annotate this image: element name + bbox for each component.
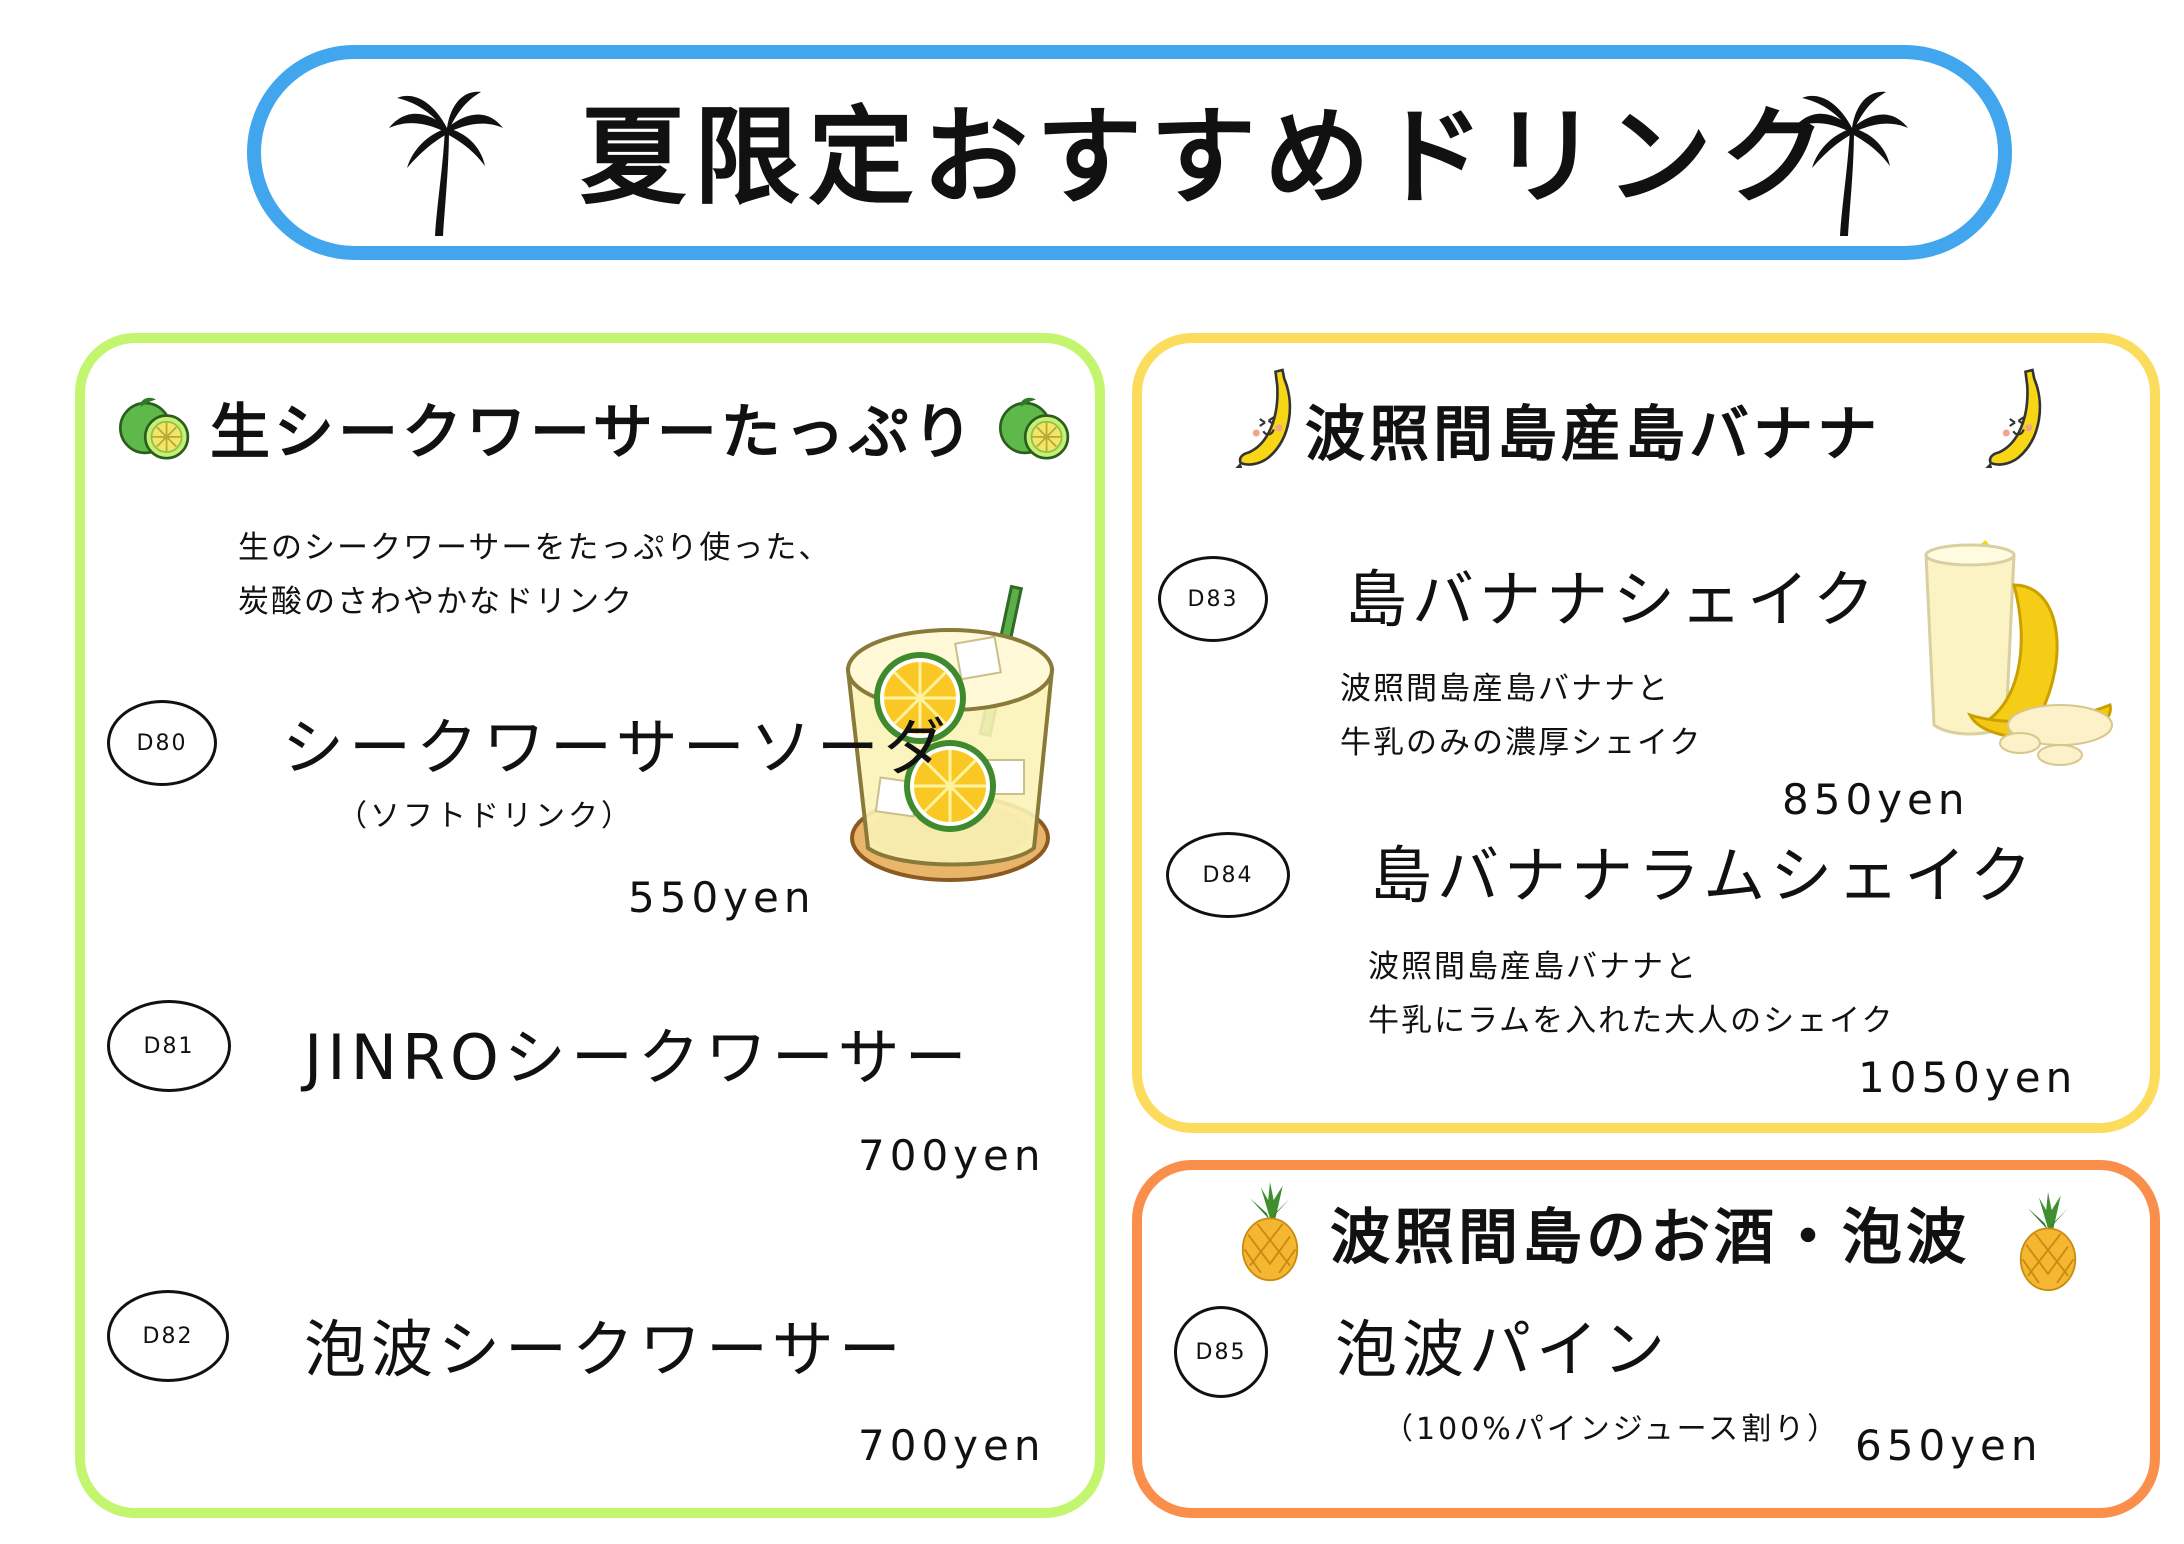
pineapple-icon xyxy=(2008,1192,2088,1292)
iced-shikuwasa-drink-icon xyxy=(845,584,1055,882)
menu-code-badge: D81 xyxy=(107,1000,231,1092)
menu-item-description-line-2: 牛乳にラムを入れた大人のシェイク xyxy=(1368,1003,1895,1039)
banana-icon xyxy=(1980,360,2050,478)
menu-item-name: 島バナナシェイク xyxy=(1345,563,1880,636)
menu-item-name: JINROシークワーサー xyxy=(304,1021,972,1094)
awamori-heading: 波照間島のお酒・泡波 xyxy=(1330,1203,1970,1273)
menu-code-badge: D85 xyxy=(1174,1306,1268,1398)
page-title: 夏限定おすすめドリンク xyxy=(580,96,1834,219)
lime-icon xyxy=(115,392,195,464)
lime-icon xyxy=(995,392,1075,464)
menu-code-badge: D84 xyxy=(1166,832,1290,918)
shikuwasa-description-line-1: 生のシークワーサーをたっぷり使った、 xyxy=(238,530,832,566)
menu-item-name: 泡波パイン xyxy=(1335,1313,1671,1386)
menu-code-badge: D83 xyxy=(1158,556,1268,642)
menu-item-price: 700yen xyxy=(858,1131,1046,1180)
menu-item-price: 550yen xyxy=(628,873,816,922)
menu-item-description-line-1: 波照間島産島バナナと xyxy=(1340,671,1670,707)
menu-item-note: （ソフトドリンク） xyxy=(337,799,634,834)
shikuwasa-heading: 生シークワーサーたっぷり xyxy=(210,398,977,468)
menu-item-description-line-2: 牛乳のみの濃厚シェイク xyxy=(1340,725,1703,761)
banana-panel xyxy=(1132,333,2160,1133)
banana-shake-icon xyxy=(1924,540,2113,766)
pineapple-icon xyxy=(1230,1182,1310,1282)
menu-item-description-line-1: 波照間島産島バナナと xyxy=(1368,949,1698,985)
palm-tree-icon xyxy=(385,88,505,238)
menu-code-badge: D82 xyxy=(107,1290,229,1382)
menu-item-price: 650yen xyxy=(1855,1421,2043,1470)
menu-item-name: 島バナナラムシェイク xyxy=(1370,839,2037,912)
shikuwasa-panel xyxy=(75,333,1105,1518)
menu-item-note: （100%パインジュース割り） xyxy=(1383,1412,1841,1447)
menu-item-name: 泡波シークワーサー xyxy=(304,1313,906,1386)
menu-item-name: シークワーサーソーダ xyxy=(282,711,951,784)
banana-icon xyxy=(1230,360,1300,478)
palm-tree-icon xyxy=(1790,88,1910,238)
menu-code-badge: D80 xyxy=(107,700,217,786)
banana-heading: 波照間島産島バナナ xyxy=(1305,400,1881,470)
menu-item-price: 850yen xyxy=(1782,775,1970,824)
menu-item-price: 1050yen xyxy=(1858,1053,2078,1102)
shikuwasa-description-line-2: 炭酸のさわやかなドリンク xyxy=(238,584,634,620)
awamori-panel xyxy=(1132,1160,2160,1518)
menu-item-price: 700yen xyxy=(858,1421,1046,1470)
